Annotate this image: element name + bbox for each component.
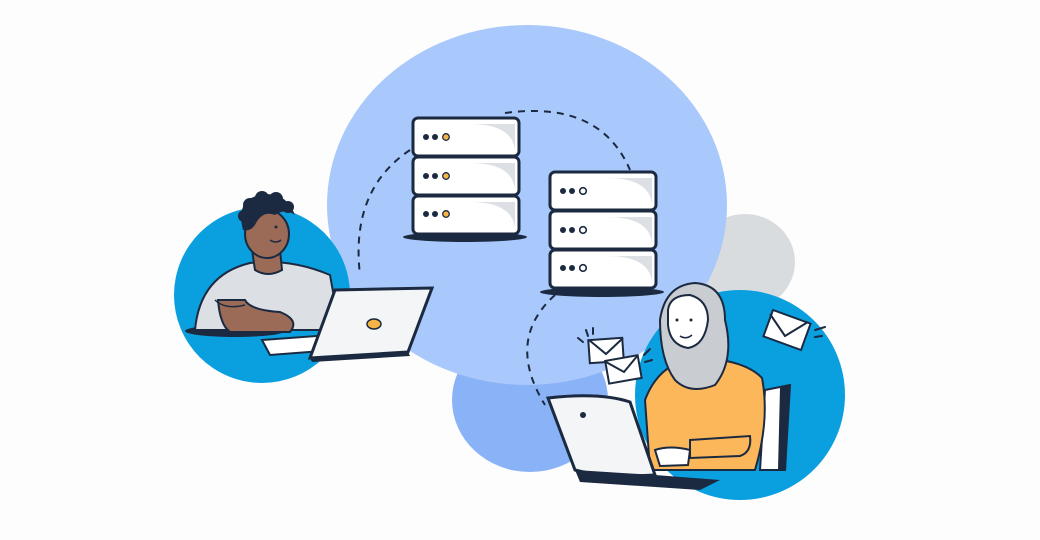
laptop-left bbox=[260, 286, 435, 362]
laptop-camera-icon bbox=[580, 412, 586, 418]
laptop-logo-icon bbox=[366, 318, 382, 330]
status-led-icon bbox=[578, 225, 588, 235]
status-led-icon bbox=[578, 186, 588, 196]
status-led-icon bbox=[442, 172, 450, 180]
server-unit bbox=[411, 155, 521, 197]
laptop-right bbox=[545, 394, 720, 490]
envelope-icon bbox=[587, 336, 625, 365]
server-stack-right bbox=[540, 170, 664, 297]
server-unit bbox=[548, 209, 658, 251]
server-stack-left bbox=[403, 116, 527, 242]
woman-with-laptop bbox=[643, 281, 792, 471]
envelope-icon bbox=[604, 354, 643, 385]
man-with-laptop bbox=[185, 191, 342, 337]
server-unit bbox=[411, 194, 521, 236]
server-unit bbox=[411, 116, 521, 158]
status-led-icon bbox=[442, 210, 450, 218]
motion-marks bbox=[577, 326, 826, 363]
status-led-icon bbox=[442, 133, 450, 141]
server-unit bbox=[548, 248, 658, 290]
dashed-connection-lines bbox=[357, 109, 631, 406]
envelope-icon bbox=[762, 308, 812, 352]
server-unit bbox=[548, 170, 658, 212]
status-led-icon bbox=[578, 263, 588, 273]
